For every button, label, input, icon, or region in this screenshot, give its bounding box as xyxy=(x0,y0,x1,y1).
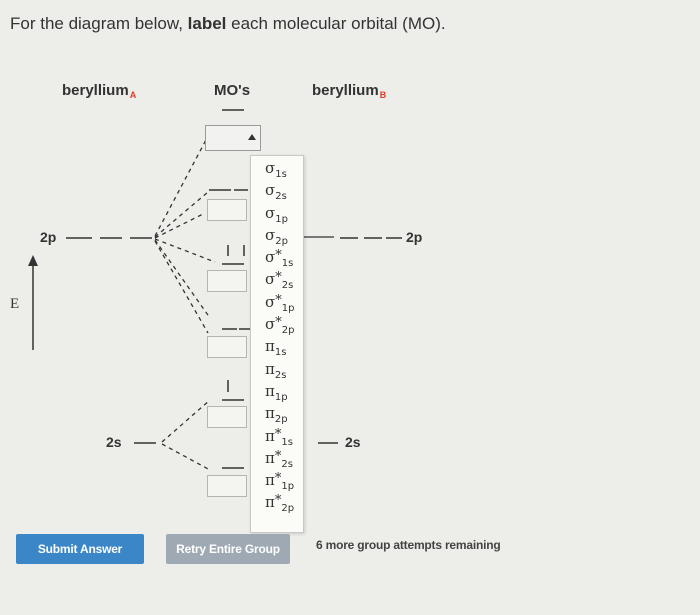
mo-header: MO's xyxy=(214,82,251,99)
option-symbol: π xyxy=(265,471,275,490)
mo-option-item[interactable]: σ2p xyxy=(251,223,303,247)
mo-label-box[interactable] xyxy=(207,270,247,292)
mo-label-box[interactable] xyxy=(207,406,247,428)
mo-option-item[interactable]: π*1p xyxy=(251,468,303,493)
option-subscript: 1s xyxy=(281,258,294,270)
option-antibonding-star: * xyxy=(274,448,282,464)
option-antibonding-star: * xyxy=(275,292,282,308)
correlation-lines-2p xyxy=(154,137,216,334)
atom-a-2p-label: 2p xyxy=(40,229,57,245)
mo-option-item[interactable]: π2p xyxy=(251,401,303,426)
mo-option-item[interactable]: σ1p xyxy=(251,201,303,225)
mo-option-item[interactable]: σ1s xyxy=(251,156,303,180)
option-subscript: 1p xyxy=(281,481,295,493)
option-subscript: 1p xyxy=(281,302,295,314)
option-symbol: π xyxy=(265,493,275,512)
mo-option-item[interactable]: σ*1p xyxy=(251,290,303,314)
option-symbol: σ xyxy=(265,292,276,311)
option-subscript: 2s xyxy=(274,369,287,381)
mo-label-box[interactable] xyxy=(207,199,247,221)
question-prefix: For the diagram below, xyxy=(10,14,188,33)
option-antibonding-star: * xyxy=(275,248,282,264)
mo-option-item[interactable]: σ*2p xyxy=(251,312,303,337)
option-antibonding-star: * xyxy=(274,493,282,509)
energy-axis-label: E xyxy=(10,296,20,312)
option-antibonding-star: * xyxy=(275,270,282,286)
mo-option-item[interactable]: π1s xyxy=(251,334,303,359)
option-symbol: σ xyxy=(265,248,276,267)
mo-option-item[interactable]: π*1s xyxy=(251,424,303,448)
mo-option-item[interactable]: σ*2s xyxy=(251,267,303,292)
atom-a-header: berylliumA xyxy=(62,82,136,100)
caret-up-icon xyxy=(248,134,256,140)
option-symbol: π xyxy=(265,381,275,400)
option-antibonding-star: * xyxy=(275,315,282,331)
option-subscript: 2s xyxy=(275,191,287,203)
mo-label-dropdown[interactable] xyxy=(205,125,261,151)
option-symbol: σ xyxy=(265,315,276,334)
atom-b-name: beryllium xyxy=(312,82,379,99)
option-subscript: 2s xyxy=(281,280,294,292)
correlation-lines-2s xyxy=(161,399,211,471)
energy-axis-arrow xyxy=(28,255,38,266)
question-suffix: each molecular orbital (MO). xyxy=(226,14,446,33)
option-symbol: π xyxy=(265,404,275,423)
mo-option-item[interactable]: σ2s xyxy=(251,178,303,203)
option-subscript: 1p xyxy=(274,391,288,403)
atom-b-2p-label: 2p xyxy=(406,229,423,245)
atom-b-2s-label: 2s xyxy=(345,434,361,450)
option-symbol: π xyxy=(265,426,275,445)
question-bold: label xyxy=(187,14,227,33)
option-subscript: 2p xyxy=(274,414,288,426)
mo-option-item[interactable]: π*2p xyxy=(251,490,303,515)
mo-option-item[interactable]: π2s xyxy=(251,357,303,381)
atom-a-subscript: A xyxy=(129,90,137,100)
option-symbol: σ xyxy=(265,270,276,289)
option-symbol: σ xyxy=(265,225,276,244)
option-subscript: 1s xyxy=(281,436,293,448)
option-subscript: 2p xyxy=(275,235,288,247)
option-symbol: π xyxy=(265,359,275,378)
option-subscript: 2p xyxy=(281,503,295,515)
atom-b-subscript: B xyxy=(379,90,387,100)
option-antibonding-star: * xyxy=(274,471,282,487)
mo-option-item[interactable]: σ*1s xyxy=(251,245,303,270)
submit-answer-button[interactable]: Submit Answer xyxy=(16,534,144,564)
mo-option-item[interactable]: π*2s xyxy=(251,446,303,470)
option-symbol: π xyxy=(265,448,275,467)
option-symbol: σ xyxy=(265,203,276,222)
mo-label-box[interactable] xyxy=(207,336,247,358)
attempts-remaining-text: 6 more group attempts remaining xyxy=(316,538,501,552)
option-subscript: 1p xyxy=(275,213,288,225)
option-antibonding-star: * xyxy=(274,426,282,442)
retry-group-button[interactable]: Retry Entire Group xyxy=(166,534,290,564)
option-symbol: π xyxy=(265,337,275,356)
atom-a-name: beryllium xyxy=(62,82,129,99)
mo-label-box[interactable] xyxy=(207,475,247,497)
option-subscript: 1s xyxy=(274,347,287,359)
atom-b-header: berylliumB xyxy=(312,82,386,100)
option-symbol: σ xyxy=(265,159,276,177)
atom-a-2s-label: 2s xyxy=(106,434,122,450)
question-text: For the diagram below, label each molecu… xyxy=(10,14,446,34)
option-subscript: 1s xyxy=(275,169,287,180)
option-subscript: 2p xyxy=(281,325,295,337)
mo-option-item[interactable]: π1p xyxy=(251,379,303,403)
option-subscript: 2s xyxy=(281,458,293,470)
option-symbol: σ xyxy=(265,181,276,200)
